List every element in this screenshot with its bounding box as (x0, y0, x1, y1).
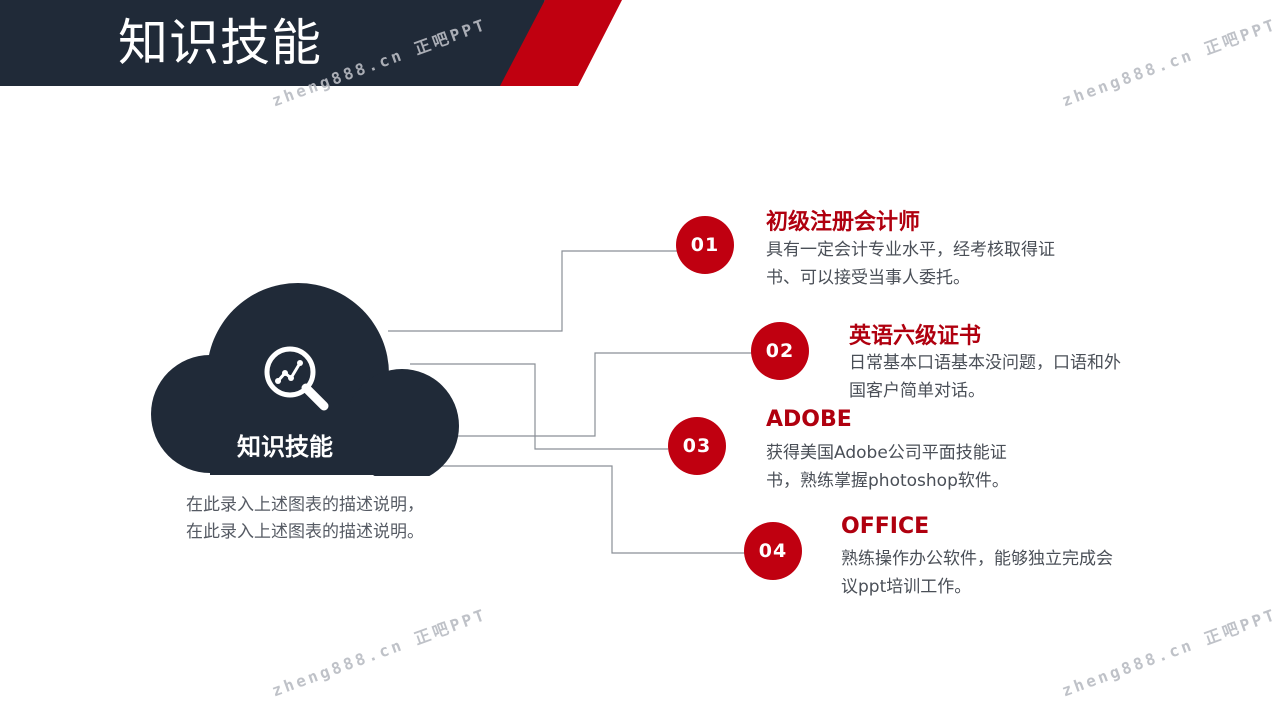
connector-line-01 (388, 250, 678, 332)
cloud-label: 知识技能 (237, 433, 333, 461)
connector-line-02 (455, 352, 752, 437)
item-text-02: 日常基本口语基本没问题，口语和外国客户简单对话。 (849, 353, 1121, 401)
header-bar: 知识技能 (0, 0, 1280, 86)
connector-line-03 (410, 363, 668, 450)
search-chart-icon (260, 342, 330, 412)
item-title-02: 英语六级证书 (849, 324, 982, 349)
badge-01: 01 (676, 216, 734, 274)
badge-03: 03 (668, 417, 726, 475)
header-shape (0, 0, 622, 86)
cloud-shape: 知识技能 (150, 282, 462, 476)
item-text-04: 熟练操作办公软件，能够独立完成会议ppt培训工作。 (841, 549, 1113, 597)
item-text-01: 具有一定会计专业水平，经考核取得证书、可以接受当事人委托。 (766, 240, 1055, 288)
item-title-03: ADOBE (766, 407, 852, 432)
badge-04: 04 (744, 522, 802, 580)
cloud-icon (151, 283, 459, 476)
item-text-03: 获得美国Adobe公司平面技能证书，熟练掌握photoshop软件。 (766, 443, 1009, 491)
connector-line-04 (420, 465, 745, 554)
page-title: 知识技能 (118, 14, 322, 72)
item-title-04: OFFICE (841, 514, 930, 539)
cloud-description: 在此录入上述图表的描述说明，在此录入上述图表的描述说明。 (186, 495, 424, 542)
badge-02: 02 (751, 322, 809, 380)
item-title-01: 初级注册会计师 (766, 210, 921, 235)
